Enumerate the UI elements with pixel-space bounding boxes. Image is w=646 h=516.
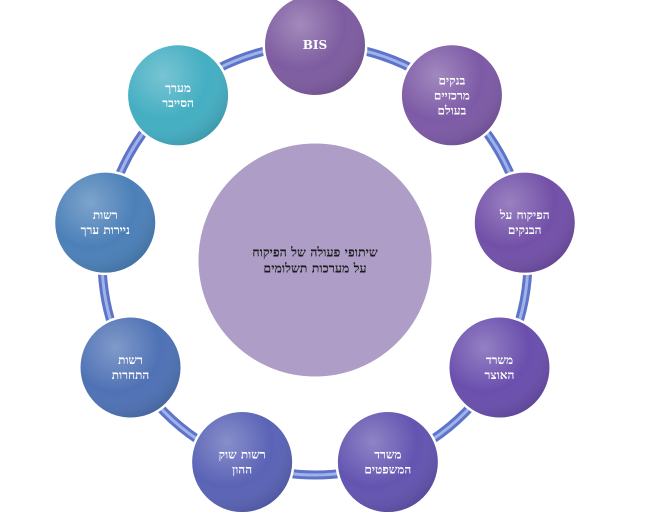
node-shading <box>449 317 550 418</box>
node-label-line: מרכזיים <box>434 88 470 102</box>
node-label-line: בנקים <box>439 73 466 87</box>
center-label-line: שיתופי פעולה של הפיקוח <box>252 245 378 260</box>
node-label-line: משרד <box>486 353 513 367</box>
node-label-line: האוצר <box>485 368 515 382</box>
node-label-line: ההון <box>232 463 252 477</box>
center-label-line: על מערכות תשלומים <box>263 261 366 276</box>
node-label-line: רשות שוק <box>219 448 266 462</box>
node-shading <box>265 0 365 95</box>
node-shading <box>80 317 181 418</box>
cycle-node: BIS <box>262 0 368 98</box>
node-label-line: הפיקוח על <box>499 208 550 222</box>
node-label-line: הבנקים <box>508 223 542 237</box>
node-shading <box>55 172 156 273</box>
node-label-line: בעולם <box>438 103 467 117</box>
node-shading <box>401 45 502 146</box>
node-label-line: ניירות ערך <box>81 223 130 237</box>
node-label-line: הסייבר <box>162 96 194 110</box>
node-label-line: התחרות <box>112 368 150 382</box>
node-label-line: משרד <box>374 448 401 462</box>
node-label-line: רשות <box>93 208 118 222</box>
node-label-line: BIS <box>303 38 327 52</box>
node-label-line: המשפטים <box>364 463 411 477</box>
node-label-line: מערך <box>165 81 191 95</box>
node-shading <box>192 412 293 513</box>
node-shading <box>128 45 229 146</box>
node-shading <box>337 412 438 513</box>
node-label-line: רשות <box>118 353 143 367</box>
node-shading <box>474 172 575 273</box>
center-circle <box>195 140 435 380</box>
